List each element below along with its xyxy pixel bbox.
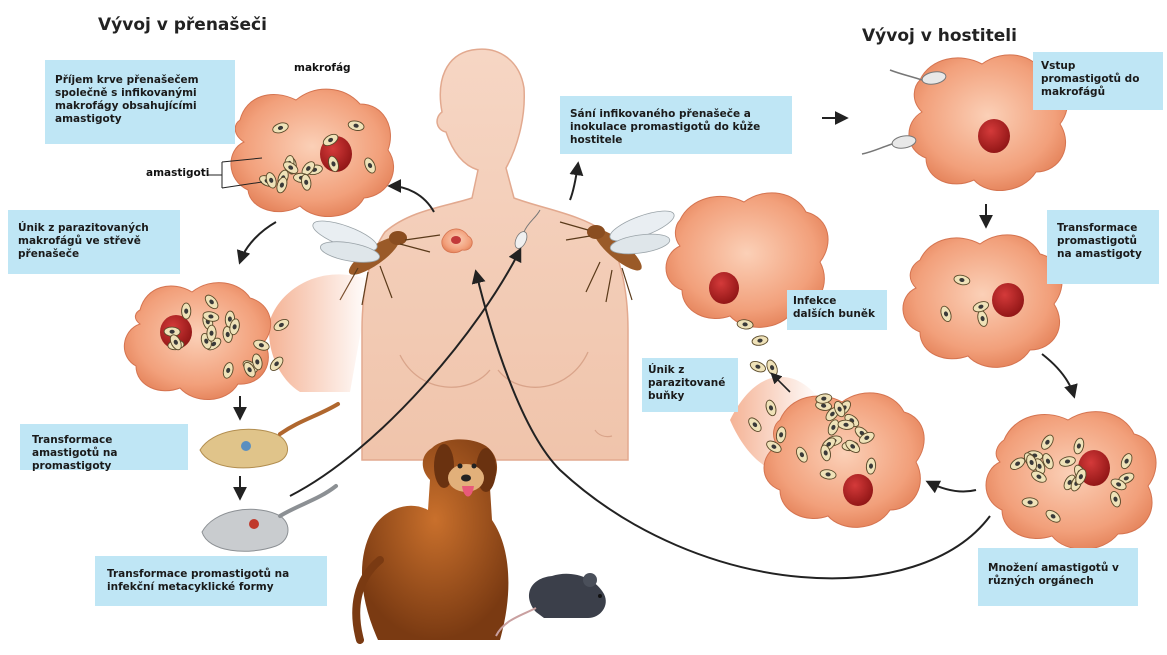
step-entry: Vstup promastigotů do makrofágů	[1033, 52, 1163, 110]
metacyclic-promastigote	[202, 486, 336, 551]
macrophage-multiplying-right	[986, 412, 1156, 550]
promastigote-transforming	[200, 404, 338, 468]
rodent-reservoir-icon	[496, 573, 606, 636]
macrophage-amastigote-transform-right	[903, 235, 1062, 367]
macrophage-releasing-center	[730, 335, 924, 528]
infected-macrophage-top-left	[231, 89, 394, 216]
amastigote-icon	[751, 335, 768, 347]
amastigote-icon	[182, 303, 191, 319]
step-infect-cells: Infekce dalších buněk	[787, 290, 887, 330]
heading-host: Vývoj v hostiteli	[862, 26, 1017, 46]
step-escape-gut: Únik z parazitovaných makrofágů ve střev…	[8, 210, 180, 274]
arrow-multiply-to-release	[928, 482, 976, 492]
escaping-macrophage-left	[124, 274, 370, 399]
arrow-transform-to-multiply	[1042, 354, 1074, 396]
step-multiplication: Množení amastigotů v různých orgánech	[978, 548, 1138, 606]
step-transform-amastigotes: Transformace promastigotů na amastigoty	[1047, 210, 1159, 284]
step-escape-cell: Únik z parazitované buňky	[642, 358, 738, 412]
arrow-return-to-blood-meal	[390, 186, 434, 212]
label-macrophage: makrofág	[294, 62, 351, 74]
amastigote-icon	[207, 325, 217, 341]
amastigote-icon	[749, 359, 767, 374]
dog-reservoir-icon	[356, 439, 508, 640]
step-blood-meal: Příjem krve přenašečem společně s infiko…	[45, 60, 235, 144]
step-transform-promastigotes: Transformace amastigotů na promastigoty	[20, 424, 188, 470]
step-bite-inoculation: Sání infikovaného přenašeče a inokulace …	[560, 96, 792, 154]
step-metacyclic: Transformace promastigotů na infekční me…	[95, 556, 327, 606]
heading-vector: Vývoj v přenašeči	[98, 15, 267, 35]
arrow-to-gut-escape	[240, 222, 276, 262]
label-amastigotes: amastigoti	[146, 167, 209, 179]
arrow-bite-up	[570, 164, 578, 200]
